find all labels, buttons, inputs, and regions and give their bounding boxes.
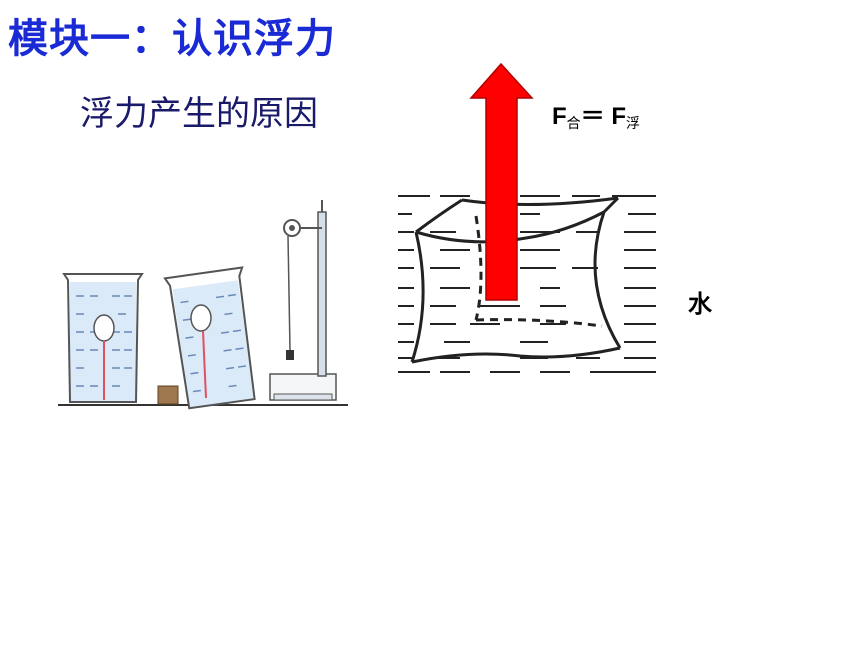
water-label: 水 <box>688 290 712 318</box>
slide-title: 模块一：认识浮力 <box>8 15 336 62</box>
buoyant-force-arrow <box>469 62 534 301</box>
force-formula: F合＝ F浮 <box>552 96 640 133</box>
deformed-cube <box>410 196 622 364</box>
string-tilted <box>202 330 207 399</box>
iron-stand <box>269 200 337 401</box>
equals-sign: ＝ <box>580 103 605 130</box>
force-subscript-net: 合 <box>566 115 581 131</box>
beaker-upright <box>62 273 144 403</box>
force-symbol-net: F <box>552 103 567 130</box>
slide-subtitle: 浮力产生的原因 <box>80 94 318 134</box>
force-subscript-buoyant: 浮 <box>626 115 641 131</box>
force-symbol-buoyant: F <box>611 103 627 130</box>
ball-tilted <box>190 304 212 332</box>
wood-block <box>157 385 179 405</box>
